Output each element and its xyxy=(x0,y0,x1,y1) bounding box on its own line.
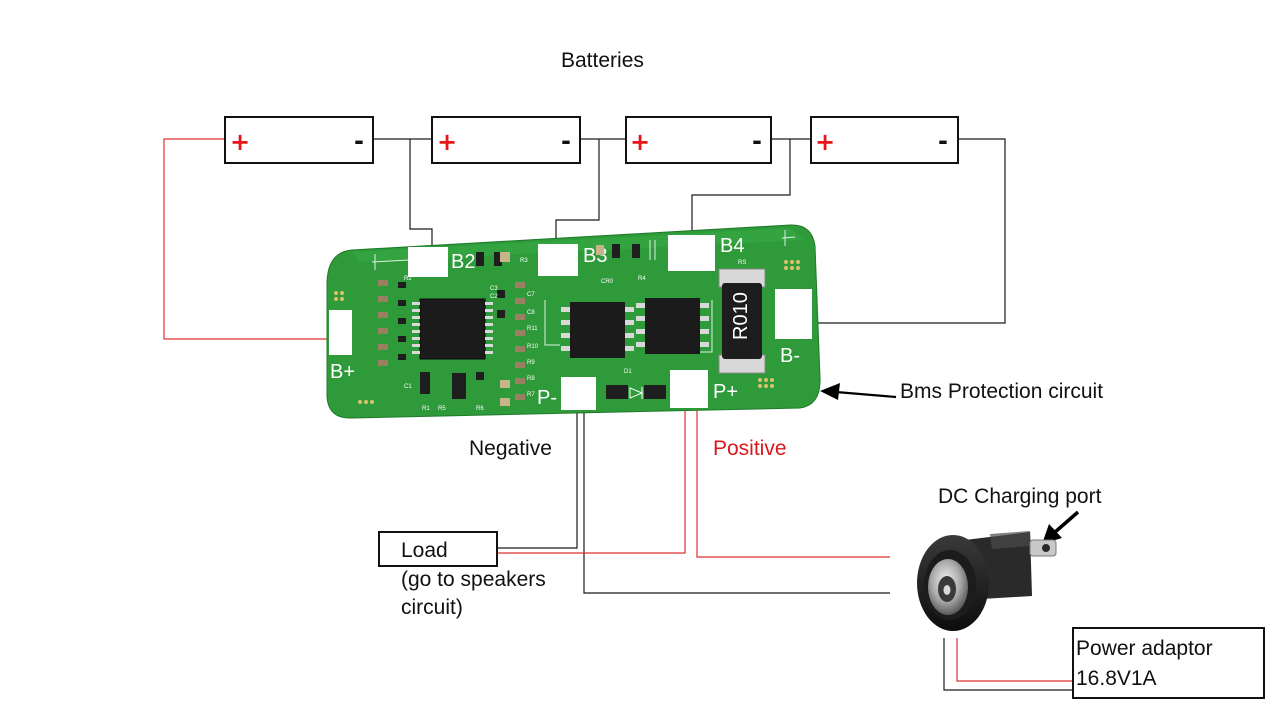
load-note-line1: (go to speakers xyxy=(401,568,546,591)
battery-4-plus: + xyxy=(815,128,835,156)
battery-4: + - xyxy=(810,116,959,164)
battery-2-plus: + xyxy=(437,128,457,156)
mosfet-1 xyxy=(561,302,634,358)
silk-c8: C8 xyxy=(527,310,535,316)
wire-positive-port xyxy=(696,404,890,558)
battery-3: + - xyxy=(625,116,772,164)
pad-p-plus xyxy=(670,370,708,408)
battery-2: + - xyxy=(431,116,581,164)
adaptor-label-line2: 16.8V1A xyxy=(1076,667,1157,690)
silk-r2: R2 xyxy=(404,276,412,282)
batteries-title: Batteries xyxy=(561,49,644,72)
battery-3-minus: - xyxy=(752,127,762,155)
positive-label: Positive xyxy=(713,437,787,460)
wire-to-b2-pad xyxy=(409,139,433,247)
label-b-plus: B+ xyxy=(330,361,355,383)
pad-b-minus xyxy=(775,289,812,339)
silk-lines xyxy=(371,230,796,353)
battery-2-minus: - xyxy=(561,127,571,155)
silk-c3: C3 xyxy=(490,286,498,292)
pad-b3 xyxy=(538,244,578,276)
silk-d1: D1 xyxy=(624,369,632,375)
wire-jack-adaptor-black xyxy=(943,638,1073,691)
wire-negative-port xyxy=(583,404,890,594)
silk-r1: R1 xyxy=(422,406,430,412)
pad-p-minus xyxy=(561,377,596,410)
wire-negative-load xyxy=(498,404,578,549)
diode-d1 xyxy=(629,387,644,399)
ic-controller xyxy=(412,298,493,360)
negative-label: Negative xyxy=(469,437,552,460)
label-p-minus: P- xyxy=(537,387,557,409)
load-box: Load xyxy=(378,531,498,567)
silk-r9: R9 xyxy=(527,360,535,366)
wire-jack-adaptor-red xyxy=(956,638,1073,682)
label-b4: B4 xyxy=(720,235,744,257)
rs-label: RS xyxy=(738,260,746,266)
bms-label: Bms Protection circuit xyxy=(900,380,1103,403)
silk-r6: R6 xyxy=(476,406,484,412)
silk-c1: C1 xyxy=(404,384,412,390)
silk-r3: R3 xyxy=(520,258,528,264)
shunt-resistor: R010 RS xyxy=(718,260,766,374)
silk-c7: C7 xyxy=(527,292,535,298)
battery-1-minus: - xyxy=(354,127,364,155)
pad-b-plus xyxy=(329,310,352,355)
wire-to-b4-pad xyxy=(691,139,791,235)
silk-r10: R10 xyxy=(527,344,539,350)
silk-r7: R7 xyxy=(527,392,535,398)
label-b-minus: B- xyxy=(780,345,800,367)
silk-r11: R11 xyxy=(527,326,538,332)
smd-components: R2 R3 R4 C3 C2 C7 C8 R11 R10 R9 R8 C1 R1… xyxy=(334,244,800,412)
mosfet-2 xyxy=(636,298,709,354)
battery-4-minus: - xyxy=(938,127,948,155)
battery-1: + - xyxy=(224,116,374,164)
load-label: Load xyxy=(401,539,448,562)
dc-port-arrow-icon xyxy=(1042,510,1080,544)
wire-battery-minus xyxy=(812,138,1006,324)
resistor-marking: R010 xyxy=(730,292,752,340)
silk-r5: R5 xyxy=(438,406,446,412)
label-b2: B2 xyxy=(451,251,475,273)
wire-to-b3-pad xyxy=(555,139,600,244)
dc-port-label: DC Charging port xyxy=(938,485,1102,508)
bms-arrow-icon xyxy=(820,383,897,400)
wires xyxy=(163,138,1073,691)
power-adaptor-box: Power adaptor 16.8V1A xyxy=(1072,627,1265,699)
silk-cr0: CR0 xyxy=(601,279,614,285)
label-p-plus: P+ xyxy=(713,381,738,403)
battery-3-plus: + xyxy=(630,128,650,156)
battery-1-plus: + xyxy=(230,128,250,156)
dc-jack-icon xyxy=(917,531,1057,631)
pad-b2 xyxy=(408,247,448,277)
bms-board: B2 B3 B4 B+ B- P- P+ xyxy=(326,224,821,419)
red-wire-battery-plus xyxy=(163,138,330,340)
silk-r8: R8 xyxy=(527,376,535,382)
adaptor-label-line1: Power adaptor xyxy=(1076,637,1213,660)
pad-b4 xyxy=(668,235,715,271)
silk-c2: C2 xyxy=(490,294,498,300)
silk-r4: R4 xyxy=(638,276,646,282)
load-note-line2: circuit) xyxy=(401,596,463,619)
wire-positive-load xyxy=(498,404,686,554)
